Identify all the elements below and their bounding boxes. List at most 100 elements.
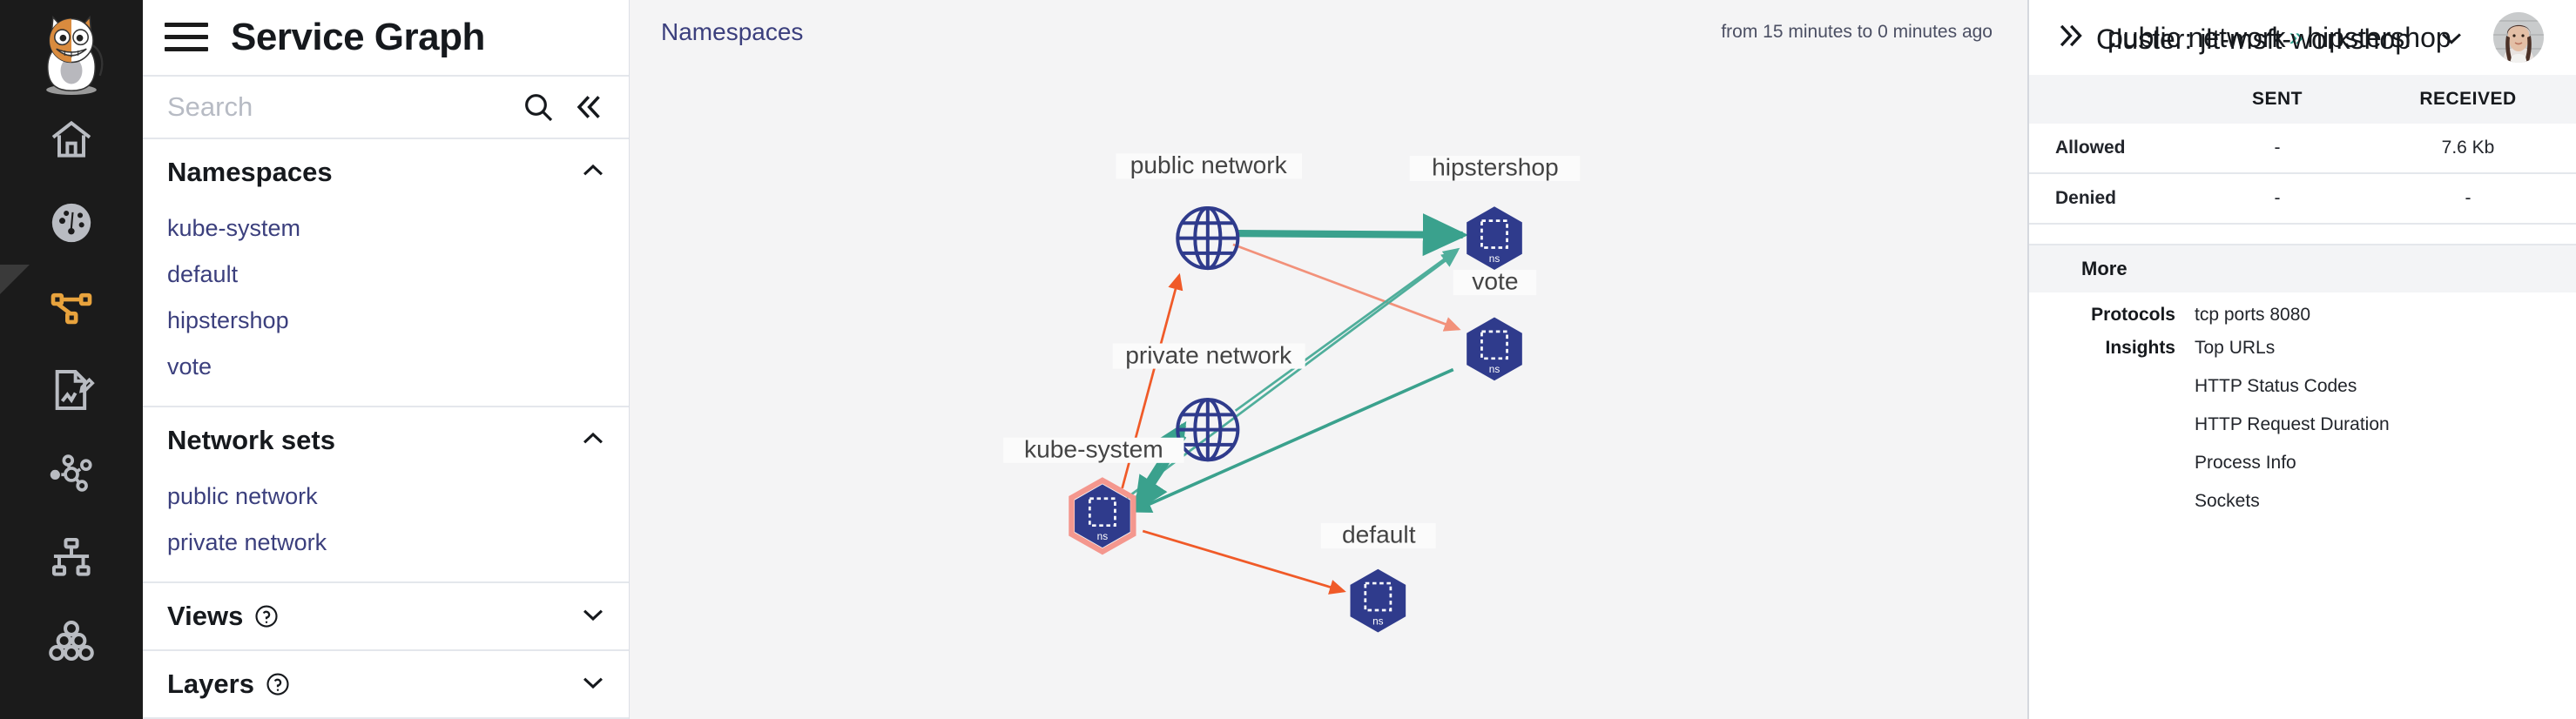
panel-title-row: Service Graph bbox=[143, 0, 629, 75]
graph-node-hipstershop[interactable]: ns bbox=[1467, 206, 1522, 270]
detail-panel: public network»hipstershop SENT RECEIVED… bbox=[2027, 0, 2576, 719]
graph-toolbar: Namespaces from 15 minutes to 0 minutes … bbox=[630, 0, 2027, 64]
svg-text:ns: ns bbox=[1097, 530, 1109, 542]
edge-public-network-hipstershop[interactable] bbox=[1237, 213, 1469, 257]
search-box bbox=[143, 77, 515, 138]
row-received-denied: - bbox=[2360, 173, 2576, 225]
sidebar-link-vote[interactable]: vote bbox=[167, 353, 212, 380]
table-header-sent: SENT bbox=[2251, 89, 2303, 109]
svg-text:ns: ns bbox=[1489, 363, 1500, 375]
insight-top-urls[interactable]: Top URLs bbox=[2195, 338, 2276, 358]
graph-node-private-network[interactable] bbox=[1176, 398, 1240, 462]
sidebar-link-hipstershop[interactable]: hipstershop bbox=[167, 307, 289, 333]
graph-edges bbox=[1121, 213, 1469, 595]
cluster-selector-group: Cluster: jlt-msft-workshop bbox=[2096, 0, 2545, 78]
accordion-namespaces: Namespaces kube-system default hipstersh… bbox=[143, 139, 629, 407]
sidebar-item-policies[interactable] bbox=[0, 348, 143, 432]
row-label-allowed: Allowed bbox=[2029, 124, 2195, 174]
accordion-title: Layers bbox=[167, 669, 254, 699]
time-range-label[interactable]: from 15 minutes to 0 minutes ago bbox=[1721, 22, 1993, 42]
edge-private-network-hipstershop[interactable] bbox=[1234, 247, 1460, 412]
double-chevron-left-icon[interactable] bbox=[563, 83, 613, 131]
sidebar-link-kube-system[interactable]: kube-system bbox=[167, 215, 301, 241]
cluster-label[interactable]: Cluster: jlt-msft-workshop bbox=[2096, 23, 2411, 55]
row-received-allowed: 7.6 Kb bbox=[2360, 124, 2576, 174]
sidebar-link-private-network[interactable]: private network bbox=[167, 529, 327, 555]
rail-icon-list bbox=[0, 97, 143, 682]
insights-list: Top URLs HTTP Status Codes HTTP Request … bbox=[2195, 338, 2390, 529]
accordion-layers: Layers bbox=[143, 651, 629, 719]
hamburger-icon[interactable] bbox=[165, 20, 208, 55]
help-circle-icon[interactable] bbox=[265, 671, 291, 697]
insight-http-request-duration[interactable]: HTTP Request Duration bbox=[2195, 414, 2390, 434]
chevron-down-icon[interactable] bbox=[2437, 23, 2466, 57]
calico-cat-logo[interactable] bbox=[30, 7, 113, 97]
page-title: Service Graph bbox=[231, 15, 485, 58]
detail-header: public network»hipstershop bbox=[2029, 0, 2576, 75]
row-label-denied: Denied bbox=[2029, 173, 2195, 225]
left-panel: Service Graph Namespaces bbox=[143, 0, 630, 719]
icon-rail bbox=[0, 0, 143, 719]
sidebar-item-network[interactable] bbox=[0, 432, 143, 515]
accordion-header-namespaces[interactable]: Namespaces bbox=[143, 139, 629, 205]
table-row-denied: Denied - - bbox=[2029, 173, 2576, 225]
double-chevron-right-icon[interactable] bbox=[2055, 19, 2088, 57]
graph-node-public-network[interactable] bbox=[1176, 206, 1240, 271]
graph-label-default: default bbox=[1342, 521, 1416, 548]
search-row bbox=[143, 74, 629, 139]
graph-area: Namespaces from 15 minutes to 0 minutes … bbox=[630, 0, 2027, 719]
edge-public-network-vote[interactable] bbox=[1232, 243, 1461, 332]
graph-canvas[interactable]: ns ns ns bbox=[630, 64, 2027, 719]
accordion-header-views[interactable]: Views bbox=[143, 583, 629, 649]
edge-vote-kube-system[interactable] bbox=[1130, 367, 1454, 514]
sidebar-item-dashboard[interactable] bbox=[0, 181, 143, 265]
insight-sockets[interactable]: Sockets bbox=[2195, 491, 2260, 511]
insights-label: Insights bbox=[2105, 338, 2175, 358]
sidebar-link-default[interactable]: default bbox=[167, 261, 239, 287]
chevron-down-icon[interactable] bbox=[578, 600, 608, 634]
table-row-allowed: Allowed - 7.6 Kb bbox=[2029, 124, 2576, 174]
protocols-row: Protocols tcp ports 8080 bbox=[2029, 292, 2576, 326]
table-header-blank bbox=[2029, 75, 2195, 124]
chevron-down-icon[interactable] bbox=[578, 668, 608, 702]
chevron-up-icon[interactable] bbox=[578, 424, 608, 458]
protocols-label: Protocols bbox=[2091, 305, 2175, 325]
graph-node-default[interactable]: ns bbox=[1350, 568, 1406, 633]
accordion-header-network-sets[interactable]: Network sets bbox=[143, 407, 629, 474]
insight-process-info[interactable]: Process Info bbox=[2195, 453, 2296, 473]
help-circle-icon[interactable] bbox=[253, 603, 280, 629]
sidebar-item-nodes[interactable] bbox=[0, 599, 143, 682]
chevron-up-icon[interactable] bbox=[578, 156, 608, 190]
sidebar-item-home[interactable] bbox=[0, 97, 143, 181]
breadcrumb[interactable]: Namespaces bbox=[661, 18, 804, 45]
accordion-title: Network sets bbox=[167, 425, 335, 455]
sidebar-item-service-graph[interactable] bbox=[0, 265, 143, 348]
protocols-value: tcp ports 8080 bbox=[2195, 305, 2311, 325]
row-sent-denied: - bbox=[2195, 173, 2360, 225]
row-sent-allowed: - bbox=[2195, 124, 2360, 174]
accordion-body-namespaces: kube-system default hipstershop vote bbox=[143, 205, 629, 406]
graph-node-kube-system[interactable]: ns bbox=[1069, 477, 1136, 555]
search-input[interactable] bbox=[167, 91, 515, 123]
graph-label-kube-system: kube-system bbox=[1024, 434, 1163, 462]
svg-text:ns: ns bbox=[1489, 252, 1500, 265]
accordion-views: Views bbox=[143, 583, 629, 651]
accordion-header-layers[interactable]: Layers bbox=[143, 651, 629, 717]
insight-http-status-codes[interactable]: HTTP Status Codes bbox=[2195, 376, 2357, 396]
detail-title: public network»hipstershop bbox=[2107, 22, 2451, 54]
insights-row: Insights Top URLs HTTP Status Codes HTTP… bbox=[2029, 326, 2576, 529]
graph-label-public-network: public network bbox=[1130, 151, 1288, 178]
graph-label-vote: vote bbox=[1472, 267, 1518, 295]
detail-target: hipstershop bbox=[2307, 21, 2451, 53]
graph-node-vote[interactable]: ns bbox=[1467, 317, 1522, 381]
search-icon[interactable] bbox=[514, 83, 563, 131]
edge-kube-system-default[interactable] bbox=[1142, 529, 1346, 595]
detail-source: public network bbox=[2107, 21, 2286, 53]
table-header-received: RECEIVED bbox=[2419, 89, 2517, 109]
sidebar-link-public-network[interactable]: public network bbox=[167, 483, 318, 509]
graph-label-hipstershop: hipstershop bbox=[1432, 153, 1559, 181]
sidebar-item-network-sets[interactable] bbox=[0, 515, 143, 599]
accordion-title: Views bbox=[167, 601, 244, 631]
avatar[interactable] bbox=[2492, 11, 2545, 68]
more-section-header[interactable]: More bbox=[2029, 244, 2576, 292]
